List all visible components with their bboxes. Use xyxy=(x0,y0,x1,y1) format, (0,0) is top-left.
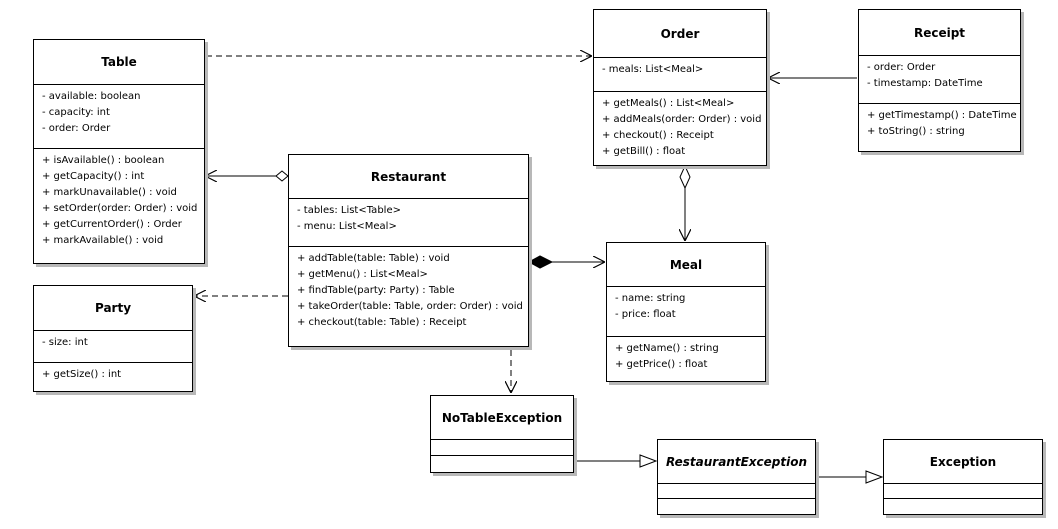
class-name: Exception xyxy=(884,440,1042,484)
operation: + getCurrentOrder() : Order xyxy=(42,219,182,230)
attributes-compartment xyxy=(658,484,815,499)
operation: + getMeals() : List<Meal> xyxy=(602,98,735,109)
attribute: - order: Order xyxy=(42,123,111,134)
class-restaurant-exception: RestaurantException xyxy=(657,439,816,515)
operations-compartment: + getSize() : int xyxy=(34,363,192,387)
operation: + markAvailable() : void xyxy=(42,235,164,246)
operations-compartment xyxy=(884,499,1042,514)
attribute: - available: boolean xyxy=(42,91,141,102)
class-name: Table xyxy=(34,40,204,85)
attribute: - order: Order xyxy=(867,62,936,73)
attribute: - size: int xyxy=(42,337,88,348)
aggregation-diamond-meal xyxy=(679,164,691,190)
operations-compartment: + getTimestamp() : DateTime + toString()… xyxy=(859,104,1020,144)
attributes-compartment: - tables: List<Table> - menu: List<Meal> xyxy=(289,199,528,247)
operation: + getMenu() : List<Meal> xyxy=(297,269,428,280)
operation: + takeOrder(table: Table, order: Order) … xyxy=(297,301,523,312)
class-table: Table - available: boolean - capacity: i… xyxy=(33,39,205,264)
class-name: Restaurant xyxy=(289,155,528,199)
attributes-compartment: - meals: List<Meal> xyxy=(594,58,766,92)
operation: + setOrder(order: Order) : void xyxy=(42,203,198,214)
class-name: Party xyxy=(34,286,192,331)
attribute: - meals: List<Meal> xyxy=(602,64,704,75)
operation: + getName() : string xyxy=(615,343,719,354)
class-order: Order - meals: List<Meal> + getMeals() :… xyxy=(593,9,767,166)
attributes-compartment xyxy=(884,484,1042,499)
operation: + checkout() : Receipt xyxy=(602,130,714,141)
operation: + getBill() : float xyxy=(602,146,686,157)
class-name: Receipt xyxy=(859,10,1020,56)
composition-diamond xyxy=(527,255,554,269)
class-exception: Exception xyxy=(883,439,1043,515)
operation: + toString() : string xyxy=(867,126,965,137)
aggregation-diamond-table xyxy=(275,170,289,182)
operation: + addTable(table: Table) : void xyxy=(297,253,450,264)
operation: + addMeals(order: Order) : void xyxy=(602,114,762,125)
operation: + isAvailable() : boolean xyxy=(42,155,165,166)
operation: + getTimestamp() : DateTime xyxy=(867,110,1017,121)
class-name: Order xyxy=(594,10,766,58)
operations-compartment: + isAvailable() : boolean + getCapacity(… xyxy=(34,149,204,253)
class-name: NoTableException xyxy=(431,396,573,440)
attribute: - tables: List<Table> xyxy=(297,205,401,216)
operations-compartment: + addTable(table: Table) : void + getMen… xyxy=(289,247,528,335)
attributes-compartment: - available: boolean - capacity: int - o… xyxy=(34,85,204,149)
operation: + getPrice() : float xyxy=(615,359,708,370)
operation: + markUnavailable() : void xyxy=(42,187,177,198)
operation: + findTable(party: Party) : Table xyxy=(297,285,455,296)
class-name: Meal xyxy=(607,243,765,287)
generalization-triangle-exception xyxy=(865,470,884,484)
attribute: - capacity: int xyxy=(42,107,110,118)
attributes-compartment xyxy=(431,440,573,456)
operations-compartment: + getMeals() : List<Meal> + addMeals(ord… xyxy=(594,92,766,164)
attribute: - name: string xyxy=(615,293,686,304)
generalization-triangle-restexc xyxy=(639,454,658,468)
attribute: - timestamp: DateTime xyxy=(867,78,983,89)
operation: + getCapacity() : int xyxy=(42,171,145,182)
class-party: Party - size: int + getSize() : int xyxy=(33,285,193,392)
operation: + getSize() : int xyxy=(42,369,122,380)
class-receipt: Receipt - order: Order - timestamp: Date… xyxy=(858,9,1021,152)
operations-compartment: + getName() : string + getPrice() : floa… xyxy=(607,337,765,377)
attributes-compartment: - size: int xyxy=(34,331,192,363)
class-name: RestaurantException xyxy=(658,440,815,484)
attribute: - menu: List<Meal> xyxy=(297,221,397,232)
class-meal: Meal - name: string - price: float + get… xyxy=(606,242,766,382)
class-restaurant: Restaurant - tables: List<Table> - menu:… xyxy=(288,154,529,347)
class-no-table-exception: NoTableException xyxy=(430,395,574,473)
operation: + checkout(table: Table) : Receipt xyxy=(297,317,467,328)
operations-compartment xyxy=(431,456,573,472)
attribute: - price: float xyxy=(615,309,676,320)
attributes-compartment: - name: string - price: float xyxy=(607,287,765,337)
operations-compartment xyxy=(658,499,815,514)
attributes-compartment: - order: Order - timestamp: DateTime xyxy=(859,56,1020,104)
